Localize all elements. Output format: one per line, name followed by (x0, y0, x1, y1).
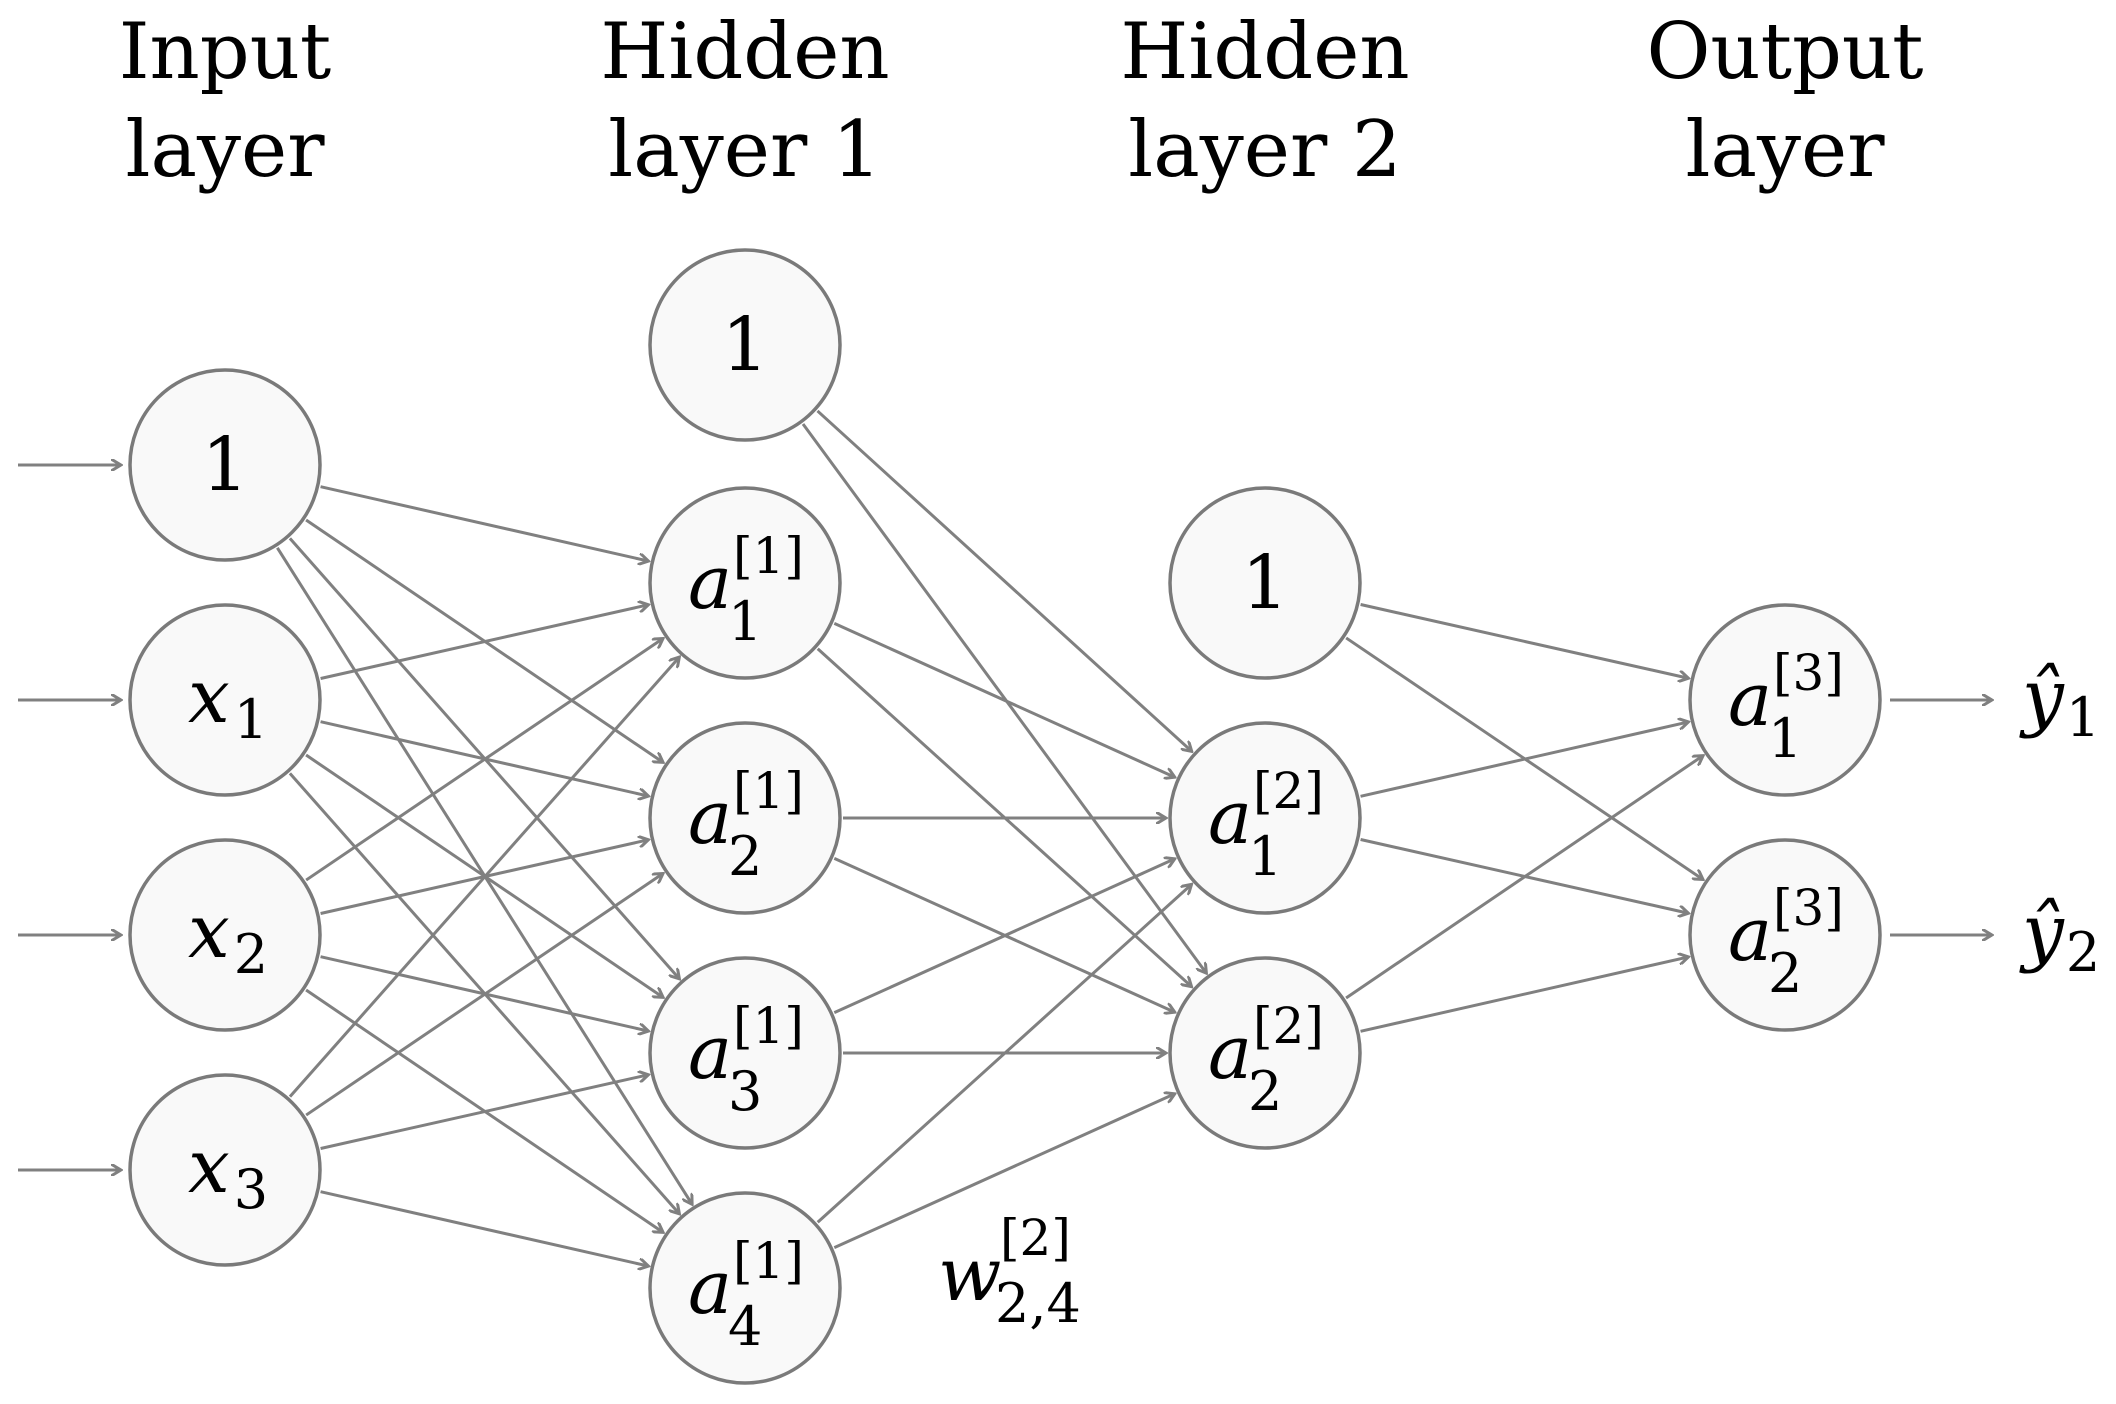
edge-h13-h21 (833, 859, 1174, 1015)
hidden-layer-1-title-line1: Hidden (600, 7, 889, 97)
output-label-y1: ŷ1 (2019, 654, 2100, 749)
input-node-x2: x2 (128, 838, 322, 1032)
a3-1-superscript: [3] (1773, 644, 1844, 702)
y1-subscript: 1 (2066, 686, 2100, 749)
output-layer-heading: Output layer (1646, 7, 1923, 195)
hidden2-node-a1: a [2] 1 (1168, 721, 1362, 915)
hidden2-bias-value: 1 (1241, 540, 1288, 626)
edge-x3-h11 (288, 657, 679, 1098)
a2-2-base: a (1208, 1010, 1252, 1096)
input-node-x3: x3 (128, 1073, 322, 1267)
output-node-a1: a [3] 1 (1688, 603, 1882, 797)
a2-2-subscript: 2 (1248, 1060, 1282, 1123)
input-bias-value: 1 (201, 422, 248, 508)
a1-3-subscript: 3 (728, 1060, 762, 1123)
a2-2-superscript: [2] (1253, 997, 1324, 1055)
svg-text:x2: x2 (188, 889, 268, 986)
y1-base: ŷ (2019, 654, 2065, 740)
a1-2-subscript: 2 (728, 825, 762, 888)
weight-subscript: 2,4 (995, 1272, 1081, 1335)
a3-1-subscript: 1 (1768, 707, 1802, 770)
edge-b2-o1 (1360, 603, 1689, 679)
edge-x3-h12 (305, 873, 663, 1117)
connections (18, 409, 1992, 1266)
input-layer-heading: Input layer (119, 7, 332, 195)
output-layer-title-line2: layer (1686, 105, 1886, 195)
edge-x1-h11 (320, 605, 649, 680)
hidden-layer-1-heading: Hidden layer 1 (600, 7, 889, 195)
hidden1-node-a3: a [1] 3 (648, 956, 842, 1150)
a3-2-base: a (1728, 892, 1772, 978)
hidden1-node-a1: a [1] 1 (648, 486, 842, 680)
a1-4-base: a (688, 1245, 732, 1331)
a1-4-superscript: [1] (733, 1232, 804, 1290)
edge-h22-o2 (1360, 957, 1689, 1033)
edge-b0-h11 (320, 485, 649, 561)
weight-superscript: [2] (1000, 1209, 1071, 1267)
svg-text:x1: x1 (188, 654, 268, 751)
hidden1-bias-node: 1 (648, 248, 842, 442)
a1-3-base: a (688, 1010, 732, 1096)
edge-h11-h21 (833, 621, 1174, 777)
svg-text:x3: x3 (188, 1124, 268, 1221)
hidden-layer-2-title-line1: Hidden (1120, 7, 1409, 97)
output-layer-title-line1: Output (1646, 7, 1923, 97)
edge-h14-h22 (833, 1094, 1174, 1250)
x1-base: x (188, 654, 230, 740)
a1-2-superscript: [1] (733, 762, 804, 820)
edge-h14-h21 (816, 884, 1192, 1224)
a2-1-base: a (1208, 775, 1252, 861)
y2-base: ŷ (2019, 889, 2065, 975)
hidden-layer-1-title-line2: layer 1 (608, 105, 881, 195)
edge-b1-h22 (801, 423, 1206, 973)
x1-subscript: 1 (234, 688, 268, 751)
hidden-layer-2-heading: Hidden layer 2 (1120, 7, 1409, 195)
edge-b1-h21 (816, 409, 1191, 751)
x3-base: x (188, 1124, 230, 1210)
x3-subscript: 3 (234, 1158, 268, 1221)
input-layer-title-line2: layer (126, 105, 326, 195)
a3-2-subscript: 2 (1768, 942, 1802, 1005)
edge-h22-o1 (1345, 756, 1703, 1000)
input-layer-title-line1: Input (119, 7, 332, 97)
output-node-a2: a [3] 2 (1688, 838, 1882, 1032)
x2-base: x (188, 889, 230, 975)
y2-subscript: 2 (2066, 921, 2100, 984)
edge-h21-o1 (1360, 722, 1689, 798)
hidden2-bias-node: 1 (1168, 486, 1362, 680)
a1-4-subscript: 4 (728, 1295, 762, 1358)
weight-base: w (938, 1232, 1001, 1318)
a1-1-subscript: 1 (728, 590, 762, 653)
a1-1-base: a (688, 540, 732, 626)
hidden2-node-a2: a [2] 2 (1168, 956, 1362, 1150)
a1-2-base: a (688, 775, 732, 861)
input-node-x1: x1 (128, 603, 322, 797)
a2-1-subscript: 1 (1248, 825, 1282, 888)
a1-1-superscript: [1] (733, 527, 804, 585)
hidden1-node-a2: a [1] 2 (648, 721, 842, 915)
weight-label: w [2] 2,4 (938, 1209, 1081, 1335)
input-bias-node: 1 (128, 368, 322, 562)
a1-3-superscript: [1] (733, 997, 804, 1055)
hidden1-bias-value: 1 (721, 302, 768, 388)
output-label-y2: ŷ2 (2019, 889, 2100, 984)
edge-x3-h13 (320, 1075, 649, 1150)
a3-1-base: a (1728, 657, 1772, 743)
hidden-layer-2-title-line2: layer 2 (1128, 105, 1401, 195)
edge-x2-h11 (305, 638, 663, 882)
a3-2-superscript: [3] (1773, 879, 1844, 937)
x2-subscript: 2 (234, 923, 268, 986)
hidden1-node-a4: a [1] 4 (648, 1191, 842, 1385)
a2-1-superscript: [2] (1253, 762, 1324, 820)
edge-x3-h14 (320, 1190, 649, 1266)
